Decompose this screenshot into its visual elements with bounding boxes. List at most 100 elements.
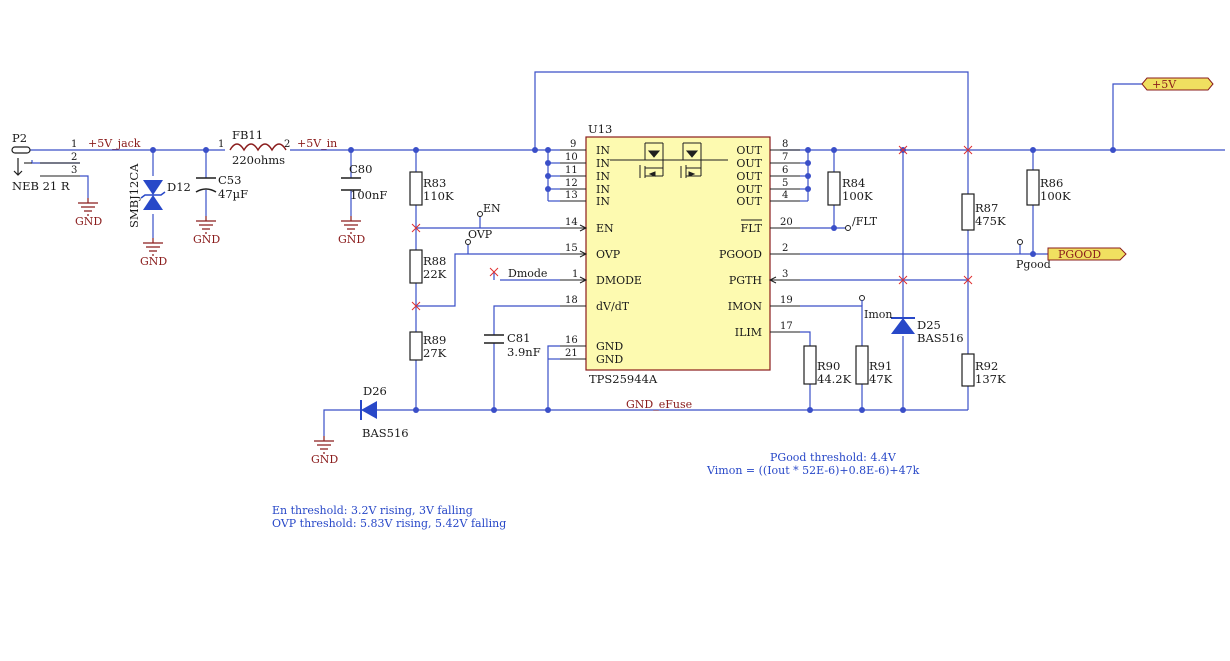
cap-c53: C53 47µF (195, 173, 248, 201)
connector-arrow-icon (13, 158, 23, 176)
note-vimon: Vimon = ((Iout * 52E-6)+0.8E-6)+47k (706, 464, 920, 477)
svg-text:IN: IN (596, 183, 610, 196)
svg-text:EN: EN (596, 222, 614, 235)
svg-text:IN: IN (596, 157, 610, 170)
svg-text:2: 2 (782, 243, 788, 254)
ferrite-fb11: 1 2 FB11 220ohms (218, 128, 290, 167)
svg-text:27K: 27K (423, 346, 447, 360)
p2-pin2: 2 (71, 152, 77, 163)
svg-text:19: 19 (780, 295, 793, 306)
svg-text:R91: R91 (869, 359, 892, 373)
port-5v: +5V (1141, 77, 1214, 91)
resistor-r88: R88 22K (409, 249, 447, 284)
svg-text:BAS516: BAS516 (362, 426, 409, 440)
svg-text:R88: R88 (423, 254, 446, 268)
fb11-pin2: 2 (284, 139, 290, 150)
svg-text:7: 7 (782, 152, 788, 163)
svg-text:17: 17 (780, 321, 793, 332)
svg-text:GND: GND (311, 453, 338, 466)
svg-text:BAS516: BAS516 (917, 331, 964, 345)
svg-text:100K: 100K (842, 189, 873, 203)
p2-name: NEB 21 R (12, 179, 70, 193)
resistor-r92: R92 137K (961, 353, 1006, 387)
svg-text:PGTH: PGTH (729, 274, 762, 287)
connector-p2: P2 1 2 3 NEB 21 R (11, 131, 80, 193)
resistor-r91: R91 47K (855, 345, 893, 386)
resistor-r86: R86 100K (1026, 169, 1071, 206)
svg-text:R84: R84 (842, 176, 865, 190)
svg-text:R90: R90 (817, 359, 840, 373)
nc-marks (411, 145, 973, 311)
note-en-threshold: En threshold: 3.2V rising, 3V falling (272, 504, 473, 517)
svg-text:18: 18 (565, 295, 578, 306)
svg-text:8: 8 (782, 139, 788, 150)
svg-text:R87: R87 (975, 201, 998, 215)
svg-text:PGOOD: PGOOD (1058, 248, 1101, 261)
svg-text:15: 15 (565, 243, 578, 254)
p2-pin3: 3 (71, 165, 77, 176)
c80-value: 100nF (350, 188, 387, 202)
svg-text:+5V: +5V (1152, 78, 1177, 91)
resistor-r90: R90 44.2K (803, 345, 852, 386)
resistor-r83: R83 110K (409, 171, 454, 206)
cap-c81: C81 3.9nF (484, 331, 541, 359)
flag-ovp: OVP (468, 228, 493, 241)
fb11-pin1: 1 (218, 139, 224, 150)
svg-text:GND: GND (596, 353, 623, 366)
svg-text:GND: GND (193, 233, 220, 246)
svg-text:11: 11 (565, 165, 578, 176)
svg-text:475K: 475K (975, 214, 1006, 228)
svg-text:R89: R89 (423, 333, 446, 347)
svg-text:IN: IN (596, 144, 610, 157)
flt-pin-name: FLT (741, 222, 763, 235)
svg-text:IN: IN (596, 170, 610, 183)
svg-text:C81: C81 (507, 331, 530, 345)
flag-pgood: Pgood (1016, 258, 1051, 271)
d12-ref: D12 (167, 180, 191, 194)
svg-text:21: 21 (565, 348, 578, 359)
c53-ref: C53 (218, 173, 241, 187)
diode-d25: D25 BAS516 (891, 317, 964, 345)
svg-text:D25: D25 (917, 318, 941, 332)
port-pgood: PGOOD (1047, 247, 1127, 261)
svg-text:R83: R83 (423, 176, 446, 190)
diode-d26: D26 BAS516 (357, 384, 409, 440)
svg-text:3.9nF: 3.9nF (507, 345, 541, 359)
ic-u13: U13 TPS25944A (560, 122, 800, 386)
svg-text:IMON: IMON (728, 300, 763, 313)
svg-text:20: 20 (780, 217, 793, 228)
notes: En threshold: 3.2V rising, 3V falling OV… (272, 451, 920, 530)
c53-value: 47µF (218, 187, 248, 201)
svg-text:OUT: OUT (736, 157, 762, 170)
svg-text:OUT: OUT (736, 144, 762, 157)
fb11-value: 220ohms (232, 153, 285, 167)
svg-text:OUT: OUT (736, 195, 762, 208)
flag-dmode: Dmode (508, 267, 547, 280)
svg-text:14: 14 (565, 217, 578, 228)
wires (30, 71, 1225, 436)
gnd-symbols: GND GND GND GND GND (75, 198, 365, 466)
c80-ref: C80 (349, 162, 372, 176)
svg-text:OUT: OUT (736, 183, 762, 196)
svg-text:12: 12 (565, 178, 578, 189)
svg-text:GND: GND (338, 233, 365, 246)
svg-text:R86: R86 (1040, 176, 1063, 190)
svg-text:13: 13 (565, 190, 578, 201)
resistor-r87: R87 475K (961, 193, 1006, 231)
p2-ref: P2 (12, 131, 27, 145)
note-ovp-threshold: OVP threshold: 5.83V rising, 5.42V falli… (272, 517, 506, 530)
svg-text:D26: D26 (363, 384, 387, 398)
svg-text:110K: 110K (423, 189, 454, 203)
flag-en: EN (483, 202, 501, 215)
svg-text:OUT: OUT (736, 170, 762, 183)
svg-text:dV/dT: dV/dT (596, 300, 630, 313)
svg-text:1: 1 (572, 269, 578, 280)
svg-text:6: 6 (782, 165, 788, 176)
svg-text:100K: 100K (1040, 189, 1071, 203)
net-5v-jack: +5V_jack (88, 137, 141, 150)
svg-text:R92: R92 (975, 359, 998, 373)
svg-text:47K: 47K (869, 372, 893, 386)
svg-text:16: 16 (565, 335, 578, 346)
resistor-r84: R84 100K (827, 171, 873, 206)
net-flags: EN OVP Dmode /FLT Pgood Imon (465, 202, 1051, 321)
